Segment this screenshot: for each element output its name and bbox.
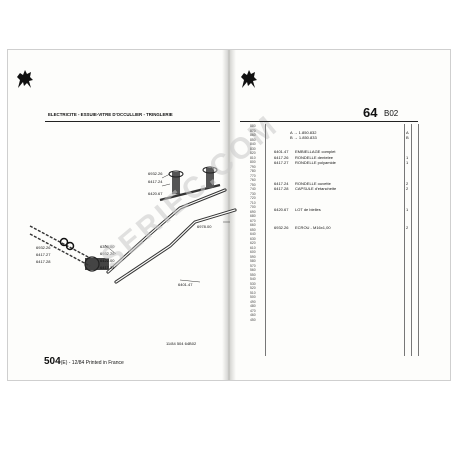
ref-number: 540	[250, 277, 256, 281]
part-qty: 1	[406, 160, 409, 165]
ref-number: 520	[250, 286, 256, 290]
ref-number: 700	[250, 205, 256, 209]
part-qty: 1	[406, 155, 409, 160]
ref-number: 470	[250, 308, 256, 313]
ref-number: 850	[250, 137, 256, 142]
callout-6978-00: 6978.00	[197, 224, 212, 229]
ref-number: 670	[250, 218, 256, 223]
ref-number: 500	[250, 295, 256, 299]
ref-number: 550	[250, 272, 256, 277]
ref-number: 450	[250, 317, 256, 322]
ref-number: 610	[250, 245, 256, 250]
page-code: B02	[384, 109, 399, 118]
part-ref: 6932.26	[274, 225, 289, 230]
ref-number: 660	[250, 223, 256, 227]
ref-number: 480	[250, 304, 256, 308]
ref-number: 710	[250, 200, 256, 205]
callout-6420-67: 6420.67	[148, 191, 163, 196]
left-footer-code: 11/84 504 64B02	[166, 341, 197, 346]
callout-6417-27: 6417.27	[36, 252, 51, 257]
ref-number: 820	[250, 151, 256, 155]
right-header-rule	[240, 121, 418, 122]
ref-number: 530	[250, 281, 256, 286]
part-label: RONDELLE polyamide	[295, 160, 336, 165]
part-label: ECROU - M16x1,00	[295, 225, 331, 230]
part-ref: 6417.28	[274, 186, 289, 191]
ref-number: 760	[250, 178, 256, 182]
part-label: CAPSULE d'etancheite	[295, 186, 337, 191]
callout-6417-24-a: 6417.24	[148, 179, 163, 184]
column-divider	[404, 124, 405, 356]
part-qty: 2	[406, 225, 409, 230]
part-ref: 6401.47	[274, 149, 289, 154]
left-header-rule	[45, 121, 220, 122]
peugeot-lion-logo-icon	[17, 70, 33, 88]
callout-6932-26-a: 6932.26	[148, 171, 163, 176]
ref-number: 720	[250, 196, 256, 200]
ref-number: 860	[250, 133, 256, 137]
ref-number: 600	[250, 250, 256, 254]
part-label: RONDELLE ouvette	[295, 181, 331, 186]
ref-number: 460	[250, 313, 256, 317]
callout-6401-47: 6401.47	[178, 282, 193, 287]
part-ref: 6420.67	[274, 207, 289, 212]
ref-number: 840	[250, 142, 256, 146]
peugeot-lion-logo-icon	[241, 70, 257, 88]
column-divider	[265, 124, 266, 356]
ref-number: 810	[250, 155, 256, 160]
ref-number: 580	[250, 259, 256, 263]
part-qty: 2	[406, 186, 409, 191]
callout-6417-28: 6417.28	[36, 259, 51, 264]
part-label: B → 1.850.833	[290, 135, 317, 140]
ref-number: 800	[250, 160, 256, 164]
callout-6422-00: 6422.00	[100, 258, 115, 263]
callout-6932-26-b: 6932.26	[36, 245, 51, 250]
column-divider	[418, 124, 419, 356]
ref-number: 690	[250, 209, 256, 214]
part-ref: 6417.26	[274, 155, 289, 160]
ref-number: 680	[250, 214, 256, 218]
ref-number: 620	[250, 241, 256, 245]
ref-number: 630	[250, 236, 256, 241]
ref-number: 640	[250, 232, 256, 236]
part-label: EMBIELLAGE complet	[295, 149, 336, 154]
wiper-linkage-diagram	[29, 166, 237, 284]
left-header-title: ELECTRICITE - ESSUIE-VITRE D'OCCULLIER -…	[48, 112, 173, 117]
ref-number: 570	[250, 263, 256, 268]
ref-number: 490	[250, 299, 256, 304]
part-label: RONDELLE dentelee	[295, 155, 334, 160]
page-number: 64	[363, 105, 378, 120]
left-footer-model: 504(E) - 12/84 Printed in France	[44, 356, 124, 367]
ref-number: 650	[250, 227, 256, 232]
ref-number: 740	[250, 187, 256, 191]
ref-number: 830	[250, 146, 256, 151]
ref-number: 750	[250, 182, 256, 187]
ref-number: 780	[250, 169, 256, 173]
ref-number: 880	[250, 124, 256, 128]
part-label: LOT de bielles	[295, 207, 321, 212]
ref-number: 590	[250, 254, 256, 259]
ref-number: 560	[250, 268, 256, 272]
part-qty: 1	[406, 207, 409, 212]
ref-number: 770	[250, 173, 256, 178]
book-gutter	[222, 50, 236, 380]
callout-6358-00: 6358.00	[100, 244, 115, 249]
part-ref: 6417.24	[274, 181, 289, 186]
part-qty: A	[406, 130, 409, 135]
callout-6417-24-b: 6417.24	[100, 265, 115, 270]
part-qty: B	[406, 135, 409, 140]
ref-number: 730	[250, 191, 256, 196]
part-ref: 6417.27	[274, 160, 289, 165]
ref-number: 790	[250, 164, 256, 169]
column-divider	[411, 124, 412, 356]
ref-number: 870	[250, 128, 256, 133]
part-qty: 2	[406, 181, 409, 186]
ref-number: 510	[250, 290, 256, 295]
callout-6932-26-c: 6932.26	[100, 251, 115, 256]
part-label: A → 1.850.832	[290, 130, 317, 135]
